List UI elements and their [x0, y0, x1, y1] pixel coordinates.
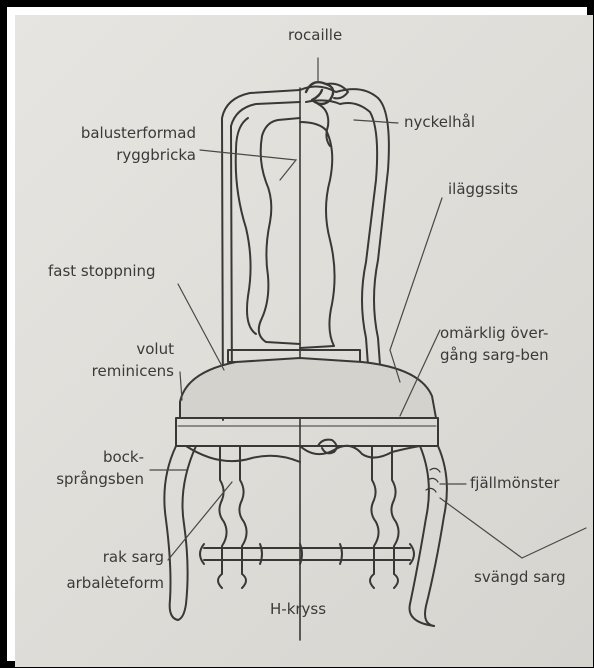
back-right-leg [370, 446, 379, 588]
apron-arbalete [186, 446, 300, 462]
label-volut: volut [20, 340, 174, 359]
label-h-kryss: H-kryss [270, 600, 326, 619]
leader-ilaggssits [390, 198, 442, 382]
back-left-leg [218, 446, 227, 588]
label-balusterformad: balusterformad [20, 124, 196, 143]
label-nyckelhal: nyckelhål [404, 113, 475, 132]
label-reminicens: reminicens [20, 362, 174, 381]
label-arbaleteform: arbalèteform [20, 574, 164, 593]
leader-baluster [200, 150, 296, 180]
label-rocaille: rocaille [288, 26, 342, 45]
label-omarklig-2: gång sarg-ben [440, 346, 549, 365]
label-fast-stoppning: fast stoppning [48, 262, 156, 281]
label-fjallmonster: fjällmönster [470, 474, 559, 493]
label-rak-sarg: rak sarg [20, 548, 164, 567]
splat-left [259, 118, 300, 344]
seat-apron [176, 418, 438, 446]
leader-svangd-sarg [440, 498, 586, 558]
apron-carving [300, 446, 420, 458]
label-ryggbricka: ryggbricka [20, 146, 196, 165]
label-bock: bock- [20, 448, 144, 467]
label-ilaggssits: iläggssits [448, 180, 518, 199]
label-svangd-sarg: svängd sarg [474, 568, 566, 587]
leader-nyckelhal [354, 120, 398, 123]
leader-fast-stoppning [178, 284, 224, 370]
h-stretcher [204, 548, 410, 560]
seat-cushion [180, 358, 436, 418]
front-left-leg [164, 446, 178, 620]
label-omarklig-1: omärklig över- [440, 324, 548, 343]
splat-right [300, 122, 335, 348]
label-sprangsben: språngsben [20, 470, 144, 489]
